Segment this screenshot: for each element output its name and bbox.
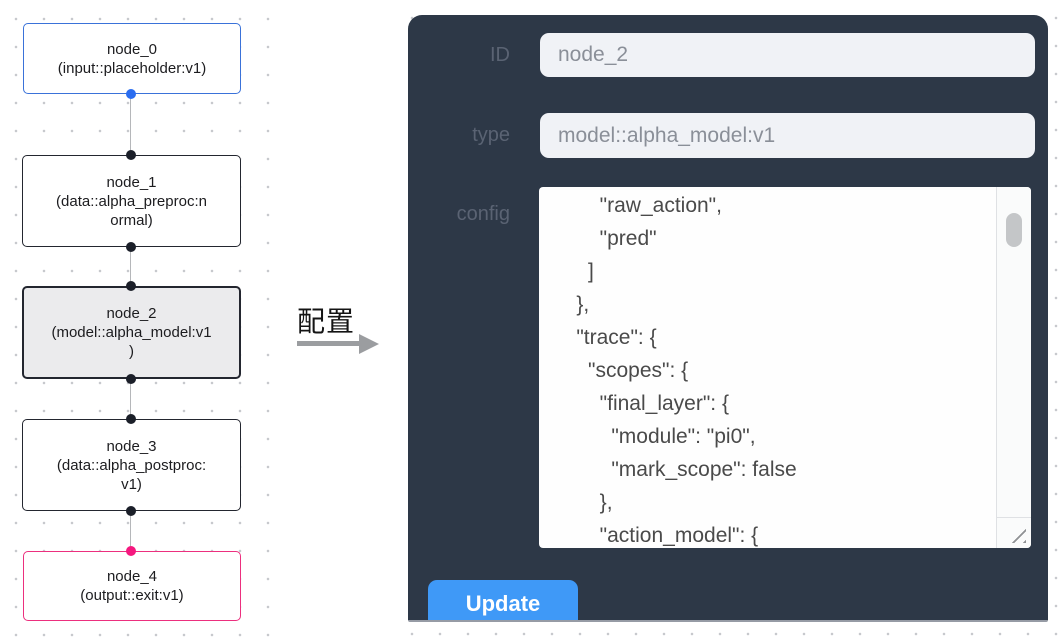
flow-node-node_3[interactable]: node_3 (data::alpha_postproc: v1): [22, 419, 241, 511]
node-title: node_1: [106, 173, 157, 191]
output-port-node_2[interactable]: [126, 374, 136, 384]
node-title: node_2: [106, 305, 157, 322]
config-json-editor[interactable]: "raw_action", "pred" ] }, "trace": { "sc…: [539, 187, 1031, 548]
node-type-label: v1): [121, 475, 142, 493]
flow-node-node_4[interactable]: node_4 (output::exit:v1): [23, 551, 241, 621]
edge-node_3-node_4[interactable]: [129, 511, 132, 551]
flow-node-node_2-selected[interactable]: node_2 (model::alpha_model:v1 ): [22, 286, 241, 379]
node-type-label: (input::placeholder:v1): [57, 59, 207, 77]
input-port-node_1[interactable]: [126, 150, 136, 160]
node-type-label: ): [129, 343, 134, 360]
input-port-node_4[interactable]: [126, 546, 136, 556]
node-config-panel: ID type config "raw_action", "pred" ] },…: [408, 15, 1048, 622]
flow-node-node_0[interactable]: node_0 (input::placeholder:v1): [23, 23, 241, 94]
editor-scrollbar-track[interactable]: [996, 187, 1031, 517]
update-button-label: Update: [465, 591, 541, 616]
resize-grip-icon: [1011, 528, 1026, 543]
config-json-text[interactable]: "raw_action", "pred" ] }, "trace": { "sc…: [576, 194, 797, 547]
output-port-node_3[interactable]: [126, 506, 136, 516]
node-type-label: (data::alpha_preproc:n: [56, 192, 207, 210]
right-arrow-icon: [297, 333, 379, 354]
editor-resize-handle[interactable]: [996, 517, 1031, 548]
node-title: node_0: [106, 40, 158, 58]
node-type-label: (data::alpha_postproc:: [56, 456, 207, 474]
node-title: node_3: [106, 437, 157, 455]
node-type-label: ormal): [110, 211, 153, 229]
node-title: node_4: [106, 568, 158, 585]
output-port-node_1[interactable]: [126, 242, 136, 252]
edge-node_2-node_3[interactable]: [129, 379, 132, 419]
node-type-label: (model::alpha_model:v1: [51, 324, 212, 341]
edge-node_1-node_2[interactable]: [129, 247, 132, 286]
flow-canvas[interactable]: node_0 (input::placeholder:v1) node_1 (d…: [0, 0, 270, 643]
node-type-label: (output::exit:v1): [80, 587, 184, 604]
configure-transition-label: 配置: [297, 306, 356, 337]
input-port-node_2[interactable]: [126, 281, 136, 291]
flow-node-node_1[interactable]: node_1 (data::alpha_preproc:n ormal): [22, 155, 241, 247]
update-button[interactable]: Update: [428, 580, 578, 620]
id-field-label: ID: [490, 44, 510, 66]
type-input[interactable]: [540, 113, 1035, 158]
edge-node_0-node_1[interactable]: [129, 94, 132, 155]
input-port-node_3[interactable]: [126, 414, 136, 424]
id-input[interactable]: [540, 33, 1035, 77]
output-port-node_0[interactable]: [126, 89, 136, 99]
type-field-label: type: [472, 124, 510, 146]
editor-scrollbar-thumb[interactable]: [1006, 213, 1022, 247]
config-field-label: config: [456, 203, 510, 225]
